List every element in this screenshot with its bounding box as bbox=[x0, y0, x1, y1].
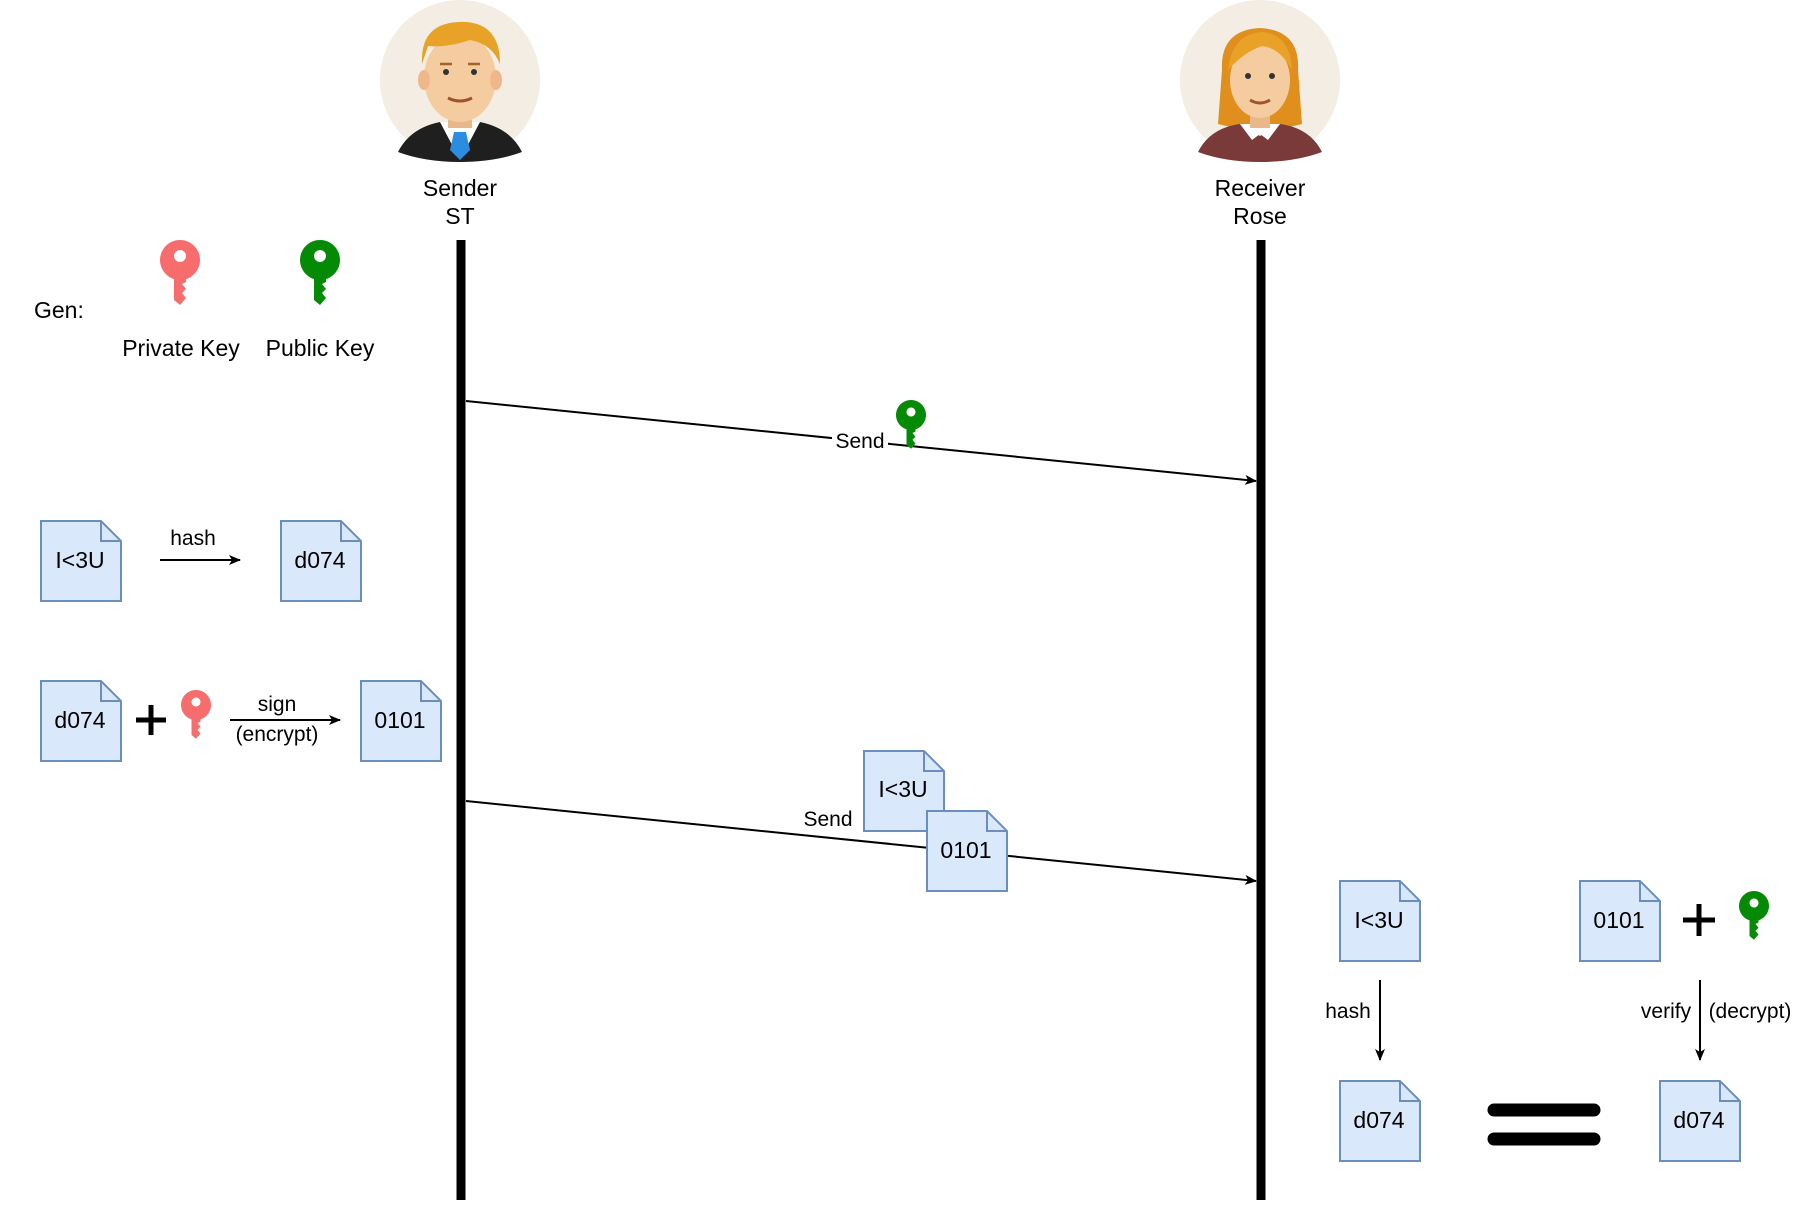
gen-label: Gen: bbox=[34, 297, 84, 323]
send-message-arrow bbox=[465, 800, 1257, 885]
signature-document-text: 0101 bbox=[374, 707, 425, 733]
sender-sign-step: d074 sign (encrypt) 0101 bbox=[40, 680, 442, 762]
send-public-key-label: Send bbox=[835, 430, 884, 453]
sender-hash-step: I<3U hash d074 bbox=[40, 520, 362, 602]
public-key-icon bbox=[896, 400, 926, 449]
private-key-icon bbox=[160, 240, 200, 305]
receiver-role-label: Receiver bbox=[1215, 175, 1306, 201]
receiver-hash-step: I<3U hash d074 bbox=[1325, 880, 1421, 1162]
receiver-name-label: Rose bbox=[1233, 203, 1287, 229]
hash-arrow-label: hash bbox=[170, 527, 216, 550]
sign-arrow-label: sign bbox=[258, 693, 297, 716]
message-document-text: I<3U bbox=[55, 547, 104, 573]
public-key-icon bbox=[1739, 891, 1769, 940]
received-signature-document-text: 0101 bbox=[1593, 907, 1644, 933]
decrypt-arrow-label: (decrypt) bbox=[1709, 1000, 1792, 1023]
receiver-actor: Receiver Rose bbox=[1180, 0, 1340, 229]
plus-icon bbox=[136, 705, 166, 735]
decrypted-digest-document-text: d074 bbox=[1673, 1107, 1724, 1133]
send-label-bg bbox=[832, 428, 888, 452]
sent-signature-document-text: 0101 bbox=[940, 837, 991, 863]
send-public-key-message: Send bbox=[465, 400, 1257, 485]
sender-avatar bbox=[380, 0, 540, 162]
sender-name-label: ST bbox=[445, 203, 474, 229]
encrypt-arrow-label: (encrypt) bbox=[236, 723, 319, 746]
receiver-avatar bbox=[1180, 0, 1340, 162]
receiver-verify-step: 0101 verify (decrypt) d074 bbox=[1579, 880, 1792, 1162]
sent-message-document-text: I<3U bbox=[878, 776, 927, 802]
plus-icon bbox=[1683, 904, 1715, 936]
receiver-hash-arrow-label: hash bbox=[1325, 1000, 1371, 1023]
send-message-message: Send I<3U 0101 bbox=[465, 750, 1257, 892]
send-message-label: Send bbox=[803, 808, 852, 831]
public-key-label: Public Key bbox=[266, 335, 375, 361]
digest-document-text: d074 bbox=[294, 547, 345, 573]
verify-arrow-label: verify bbox=[1641, 1000, 1692, 1023]
sender-actor: Sender ST bbox=[380, 0, 540, 229]
digest-document-text: d074 bbox=[54, 707, 105, 733]
key-legend: Gen: Private Key Public Key bbox=[34, 240, 375, 361]
received-message-document-text: I<3U bbox=[1354, 907, 1403, 933]
private-key-label: Private Key bbox=[122, 335, 240, 361]
receiver-digest-document-text: d074 bbox=[1353, 1107, 1404, 1133]
private-key-icon bbox=[181, 690, 211, 739]
public-key-icon bbox=[300, 240, 340, 305]
sender-role-label: Sender bbox=[423, 175, 498, 201]
equals-icon bbox=[1487, 1103, 1601, 1146]
